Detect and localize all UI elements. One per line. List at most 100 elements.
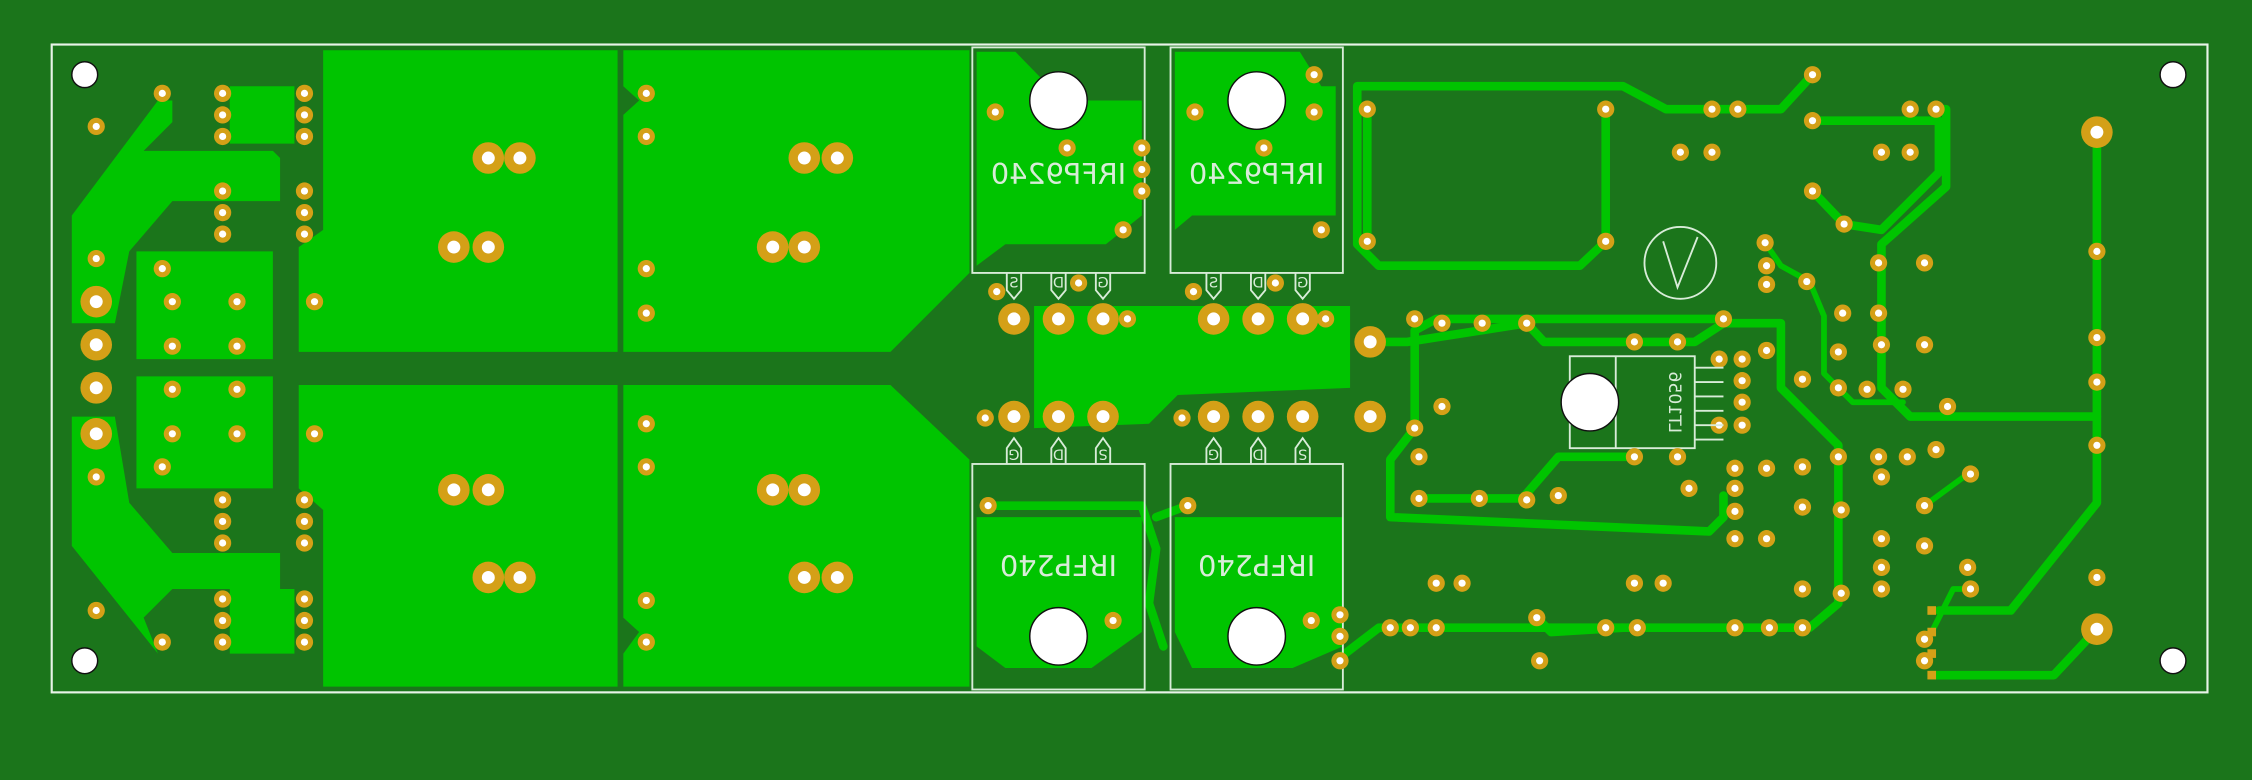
smd-pad [1927, 606, 1937, 615]
pad-drill [766, 240, 780, 254]
pad-drill [481, 240, 495, 254]
via-drill [984, 502, 992, 510]
pour-q2-tab [1174, 51, 1336, 230]
lead-outline [1205, 436, 1222, 464]
via-drill [1523, 319, 1531, 327]
via-drill [993, 288, 1001, 296]
board-outline [50, 43, 2209, 694]
via-drill [92, 122, 100, 130]
pad-drill [1207, 312, 1221, 326]
pad-drill [481, 151, 495, 165]
via-drill [219, 517, 227, 526]
via-drill [1762, 535, 1771, 543]
via-drill [1834, 453, 1842, 461]
via-drill [1322, 315, 1330, 323]
via-drill [1798, 463, 1807, 471]
via-drill [1798, 624, 1807, 632]
via-drill [1762, 262, 1771, 270]
pin-label: S [1098, 446, 1107, 462]
via-drill [1932, 105, 1940, 113]
via-drill [1798, 503, 1807, 511]
via-drill [1630, 338, 1639, 346]
via-drill [2093, 378, 2101, 386]
via-drill [1834, 348, 1842, 356]
via-drill [158, 463, 166, 471]
via-drill [642, 638, 650, 646]
via-drill [1738, 355, 1746, 363]
via-drill [1184, 502, 1192, 510]
pad-drill [1007, 410, 1021, 424]
via-drill [1761, 239, 1769, 247]
via-drill [1738, 377, 1746, 385]
via-drill [2093, 247, 2101, 255]
lead-outline [1005, 272, 1023, 301]
pad-drill [513, 151, 527, 165]
via-drill [1432, 579, 1440, 587]
via-drill [219, 616, 227, 625]
via-drill [1837, 506, 1845, 514]
pour-center [1034, 305, 1351, 429]
via-drill [1310, 71, 1318, 79]
lead-outline [1250, 436, 1267, 464]
pour-q4-tab [1174, 517, 1343, 668]
via-drill [168, 342, 176, 350]
via-drill [1874, 309, 1883, 317]
via-drill [310, 430, 319, 438]
mounting-hole [71, 647, 99, 675]
via-drill [1438, 319, 1446, 327]
via-drill [1863, 385, 1871, 393]
mounting-hole [1029, 71, 1088, 131]
pour-left-1 [71, 100, 281, 324]
via-drill [1406, 624, 1414, 632]
via-drill [158, 89, 166, 97]
via-drill [1363, 237, 1371, 245]
via-drill [1731, 464, 1739, 472]
via-drill [1336, 632, 1344, 640]
via-drill [642, 420, 650, 428]
pour-top-left [298, 50, 618, 352]
pad-drill [1251, 410, 1265, 424]
via-drill [1762, 464, 1771, 472]
via-drill [1899, 385, 1907, 393]
via-drill [1411, 315, 1419, 323]
via-drill [300, 638, 309, 646]
pad-drill [89, 427, 103, 441]
via-drill [300, 89, 309, 97]
via-drill [1906, 148, 1914, 156]
via-drill [1432, 624, 1440, 632]
pad-drill [830, 151, 844, 165]
pad-drill [447, 240, 461, 254]
via-drill [1685, 484, 1693, 492]
via-drill [1877, 535, 1886, 543]
via-drill [300, 595, 309, 603]
via-drill [1138, 187, 1146, 195]
pad-drill [1363, 410, 1377, 424]
pad-drill [1207, 410, 1221, 424]
via-drill [642, 132, 650, 141]
via-drill [1189, 288, 1198, 296]
via-drill [1673, 338, 1682, 346]
via-drill [642, 309, 650, 317]
via-drill [1602, 237, 1610, 245]
via-drill [1602, 105, 1610, 113]
mounting-hole [1227, 71, 1287, 131]
lead-outline [1050, 436, 1067, 464]
via-drill [219, 89, 227, 97]
via-drill [642, 265, 650, 273]
via-drill [1310, 108, 1318, 116]
via-drill [1602, 624, 1610, 632]
lead-outline [1005, 436, 1023, 464]
via-drill [1738, 421, 1746, 429]
mounting-hole [71, 61, 99, 89]
pour-bottom-left [298, 384, 618, 687]
pad-drill [1296, 410, 1310, 424]
via-drill [1336, 611, 1344, 619]
pad-drill [447, 483, 461, 497]
via-drill [1119, 226, 1127, 234]
via-drill [219, 111, 227, 119]
via-drill [1123, 315, 1132, 323]
mounting-hole [1560, 372, 1620, 432]
lead-outline [1094, 272, 1112, 301]
q-bottom-right-outline [1169, 463, 1344, 691]
via-drill [1906, 105, 1914, 113]
